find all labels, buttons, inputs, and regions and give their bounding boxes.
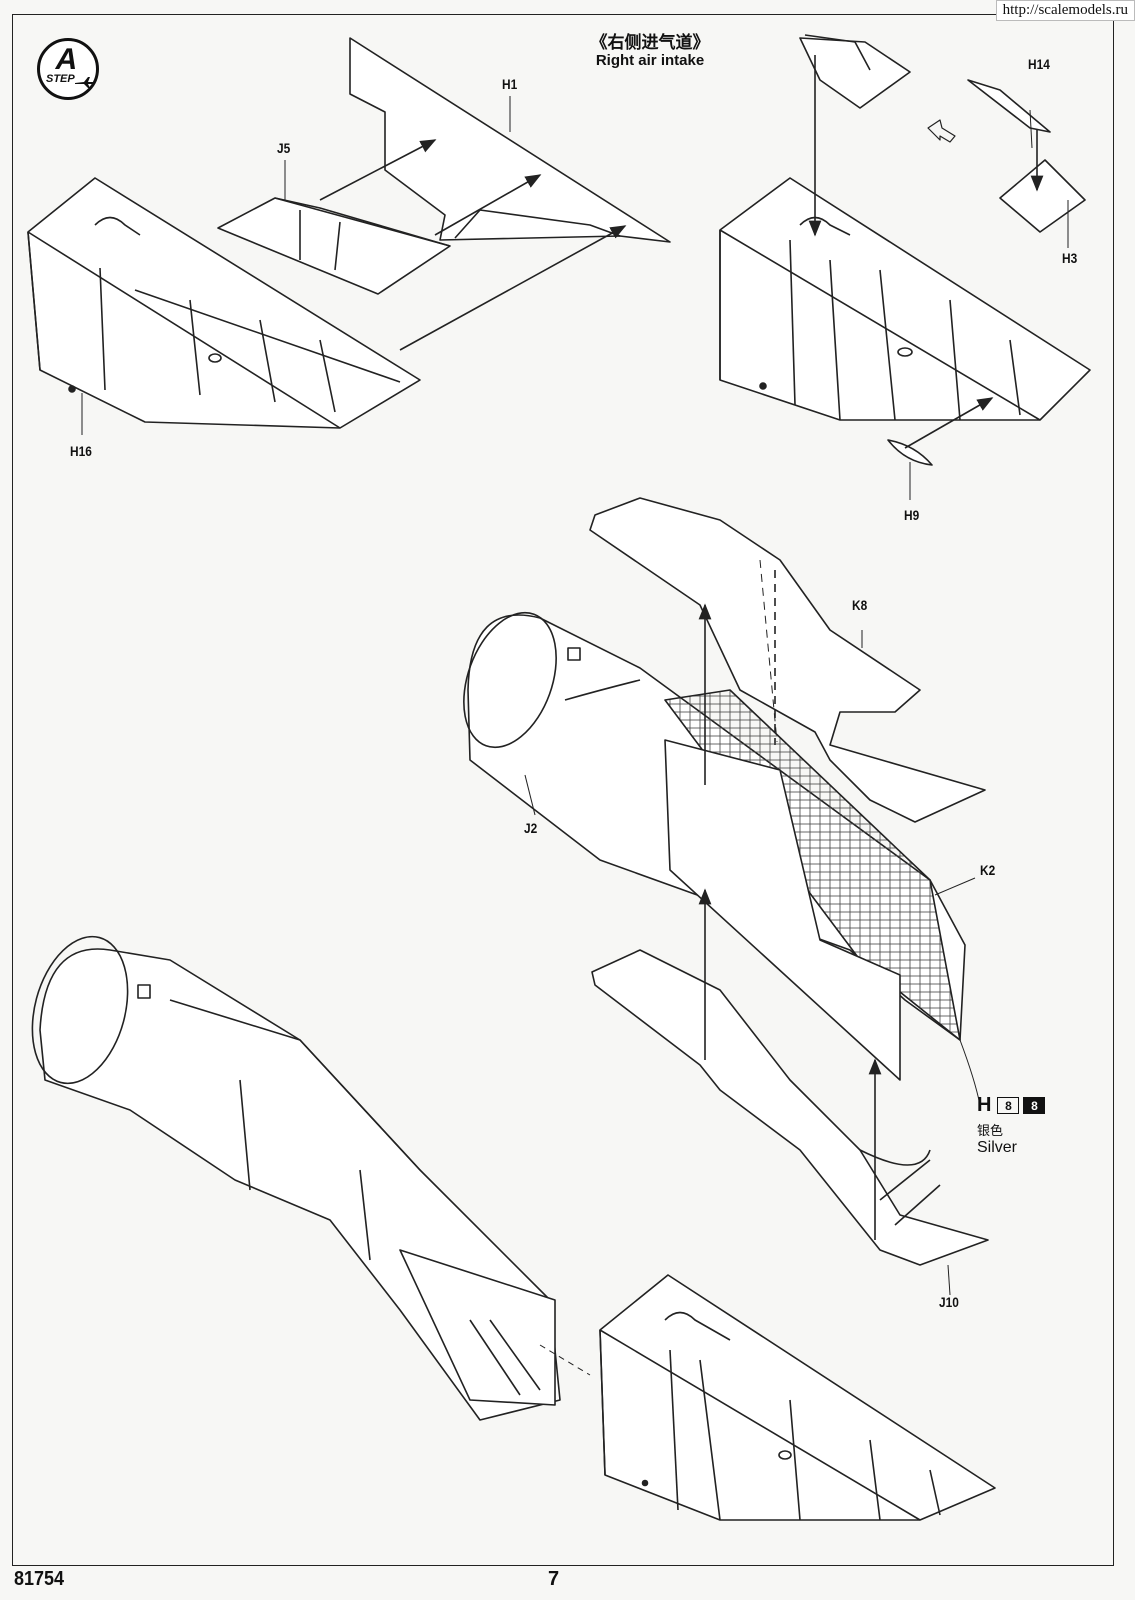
watermark[interactable]: http://scalemodels.ru — [995, 0, 1135, 21]
top-left-assembly — [27, 37, 671, 435]
part-label-h3: H3 — [1062, 250, 1078, 266]
section-title-cn: 《右侧进气道》 — [590, 33, 710, 52]
part-label-k2: K2 — [980, 862, 996, 878]
aircraft-icon — [75, 77, 93, 88]
step-label: STEP — [46, 73, 75, 85]
part-label-j5: J5 — [277, 140, 291, 156]
bottom-left-assembly — [31, 935, 591, 1421]
step-badge: A STEP — [37, 38, 99, 100]
part-label-h16: H16 — [70, 443, 92, 459]
part-label-k8: K8 — [852, 597, 868, 613]
color-callout: H 8 8 银色 Silver — [977, 1094, 1046, 1157]
color-code-light: 8 — [997, 1097, 1020, 1114]
color-letter: H — [977, 1094, 992, 1116]
middle-assembly — [463, 497, 989, 1296]
color-code-dark: 8 — [1023, 1097, 1046, 1114]
page-number: 7 — [548, 1568, 560, 1590]
color-name-en: Silver — [977, 1139, 1018, 1156]
color-name-cn: 银色 — [977, 1123, 1004, 1138]
page-frame — [12, 14, 1114, 1566]
part-label-h14: H14 — [1028, 56, 1050, 72]
part-label-j10: J10 — [939, 1294, 959, 1310]
part-label-h9: H9 — [904, 507, 920, 523]
part-label-h1: H1 — [502, 76, 518, 92]
kit-number: 81754 — [14, 1568, 65, 1590]
bottom-right-assembly — [599, 1274, 996, 1521]
top-right-assembly — [719, 34, 1091, 500]
part-label-j2: J2 — [524, 820, 538, 836]
section-title-en: Right air intake — [595, 52, 705, 69]
